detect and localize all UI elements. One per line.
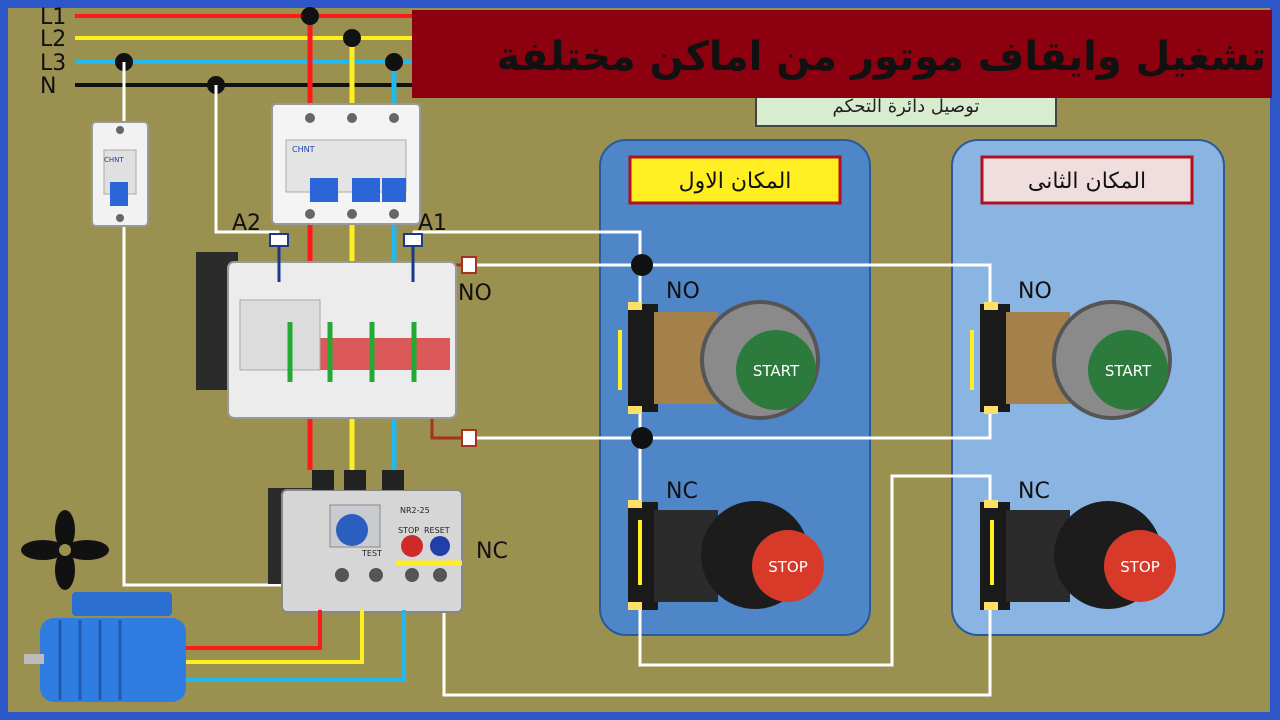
motor-icon: [24, 592, 186, 702]
subtitle: توصيل دائرة التحكم: [833, 96, 980, 117]
station-2-nc-label: NC: [1018, 479, 1050, 504]
junction-dot: [343, 29, 361, 47]
place-2-label-box: [980, 155, 1194, 205]
svg-text:START: START: [1105, 362, 1152, 380]
terminal: [984, 602, 998, 610]
start-button-2[interactable]: START: [980, 300, 1172, 420]
coil-a1-label: A1: [418, 211, 447, 236]
junction-dot: [631, 254, 653, 276]
svg-text:STOP: STOP: [398, 526, 419, 535]
overload-relay: STOP RESET TEST NR2-25: [268, 470, 463, 613]
title-banner: [412, 10, 1272, 98]
terminal: [984, 406, 998, 414]
label-n: N: [40, 74, 56, 99]
terminal: [984, 500, 998, 508]
svg-text:STOP: STOP: [1120, 558, 1160, 576]
svg-text:TEST: TEST: [361, 549, 382, 558]
label-l3: L3: [40, 51, 66, 76]
main-breaker: CHNT: [271, 103, 421, 225]
svg-text:NR2-25: NR2-25: [400, 506, 430, 515]
svg-text:STOP: STOP: [768, 558, 808, 576]
station-1-nc-label: NC: [666, 479, 698, 504]
stop-button-2[interactable]: STOP: [980, 501, 1176, 610]
fan-icon: [21, 510, 109, 590]
stop-button-1[interactable]: STOP: [628, 501, 824, 610]
start-button-1[interactable]: START: [628, 300, 820, 420]
aux-terminal: [461, 429, 477, 447]
label-l1: L1: [40, 5, 66, 30]
junction-dot: [301, 7, 319, 25]
coil-a2-label: A2: [232, 211, 261, 236]
place-2-label: المكان الثانى: [1028, 169, 1146, 194]
motor-lead-l2: [100, 610, 364, 664]
terminal: [628, 302, 642, 310]
terminal: [984, 302, 998, 310]
contactor-aux-no-label: NO: [458, 281, 492, 306]
station-1-no-label: NO: [666, 279, 700, 304]
terminal: [628, 500, 642, 508]
terminal: [628, 602, 642, 610]
contactor: [196, 233, 457, 419]
aux-terminal: [461, 256, 477, 274]
label-l2: L2: [40, 27, 66, 52]
motor-lead-l3: [100, 610, 406, 682]
station-2-no-label: NO: [1018, 279, 1052, 304]
overload-nc-label: NC: [476, 539, 508, 564]
junction-dot: [385, 53, 403, 71]
page-title: تشغيل وايقاف موتور من اماكن مختلفة: [496, 34, 1266, 80]
svg-text:CHNT: CHNT: [292, 145, 315, 154]
terminal: [628, 406, 642, 414]
place-1-label: المكان الاول: [679, 169, 792, 194]
control-breaker: CHNT: [91, 121, 149, 227]
junction-dot: [631, 427, 653, 449]
svg-text:RESET: RESET: [424, 526, 450, 535]
place-1-label-box: [628, 155, 842, 205]
svg-text:CHNT: CHNT: [104, 156, 124, 164]
svg-text:START: START: [753, 362, 800, 380]
